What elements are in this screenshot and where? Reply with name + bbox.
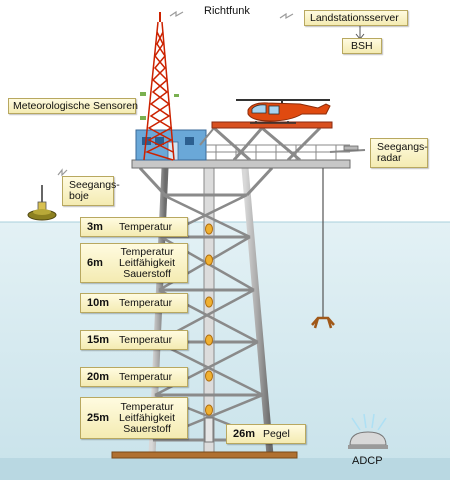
seabed-foundation [111,451,298,459]
depth-box-20m: 20m Temperatur [80,367,188,387]
measurement: Temperatur [120,246,174,258]
sensor-string [205,223,213,416]
meteo-label: Meteorologische Sensoren [8,98,138,114]
seegangsboje-label: Seegangs- boje [62,176,120,206]
measurement: Temperatur [120,401,174,413]
depth-value: 15m [87,334,110,346]
bsh-label: BSH [342,38,382,54]
measurement: Leitfähigkeit [119,412,176,424]
measurement: Temperatur [119,371,173,383]
wind-sensor-icon [140,92,179,120]
measurement: Temperatur [119,297,173,309]
measurement: Temperatur [119,221,173,233]
depth-box-25m: 25m Temperatur Leitfähigkeit Sauerstoff [80,397,188,439]
depth-box-15m: 15m Temperatur [80,330,188,350]
wave-buoy-icon [27,185,57,221]
helideck [211,121,333,129]
measurement: Sauerstoff [123,423,171,435]
seabed [0,458,450,480]
depth-box-10m: 10m Temperatur [80,293,188,313]
depth-value: 20m [87,371,110,383]
adcp-icon [348,413,388,449]
measurement: Temperatur [119,334,173,346]
seegangsradar-label: Seegangs- radar [370,138,428,168]
radio-mast [143,12,175,161]
depth-value: 26m [233,428,256,440]
depth-value: 6m [87,257,103,269]
pegel-box: 26m Pegel [226,424,306,444]
wave-radar-icon [311,145,366,329]
depth-value: 10m [87,297,110,309]
depth-value: 25m [87,412,110,424]
measurement: Leitfähigkeit [119,257,176,269]
measurement: Sauerstoff [123,268,171,280]
pegel-label: Pegel [263,428,290,440]
pegel-sensor [204,417,214,443]
helicopter-icon [236,99,331,124]
adcp-label: ADCP [352,455,383,467]
richtfunk-label: Richtfunk [204,5,250,17]
depth-box-6m: 6m Temperatur Leitfähigkeit Sauerstoff [80,243,188,283]
depth-value: 3m [87,221,103,233]
platform-deck [131,126,351,169]
landstationsserver-label: Landstationsserver [304,10,408,26]
depth-box-3m: 3m Temperatur [80,217,188,237]
